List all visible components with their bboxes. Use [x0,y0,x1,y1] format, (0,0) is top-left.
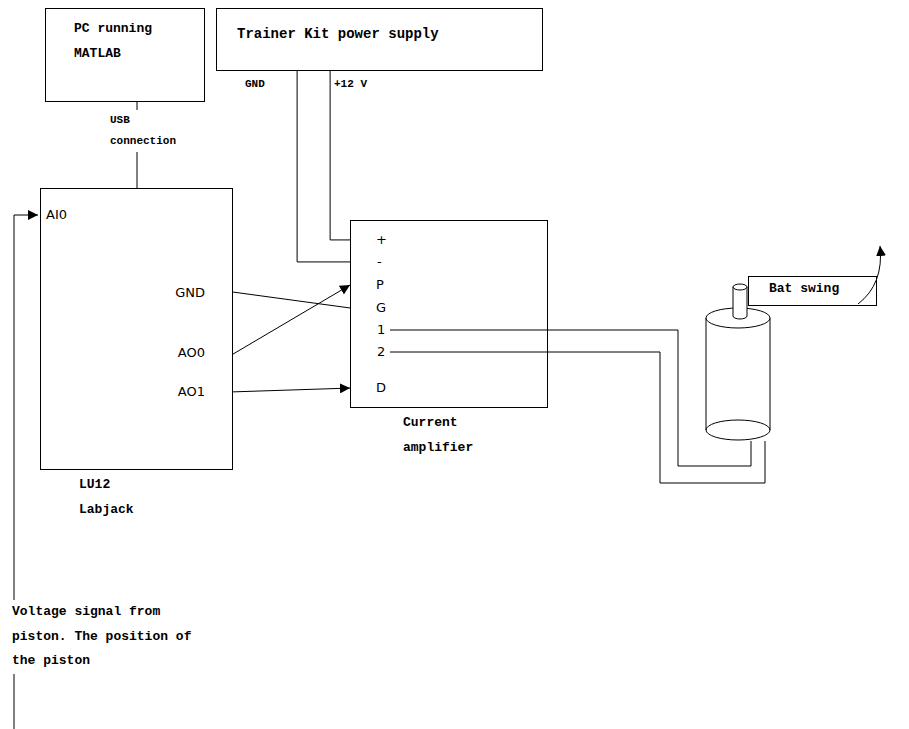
connector-label: GND [245,74,265,95]
terminal-name: 1 [377,322,385,338]
supply-wire [330,71,350,240]
bat-swing-box: Bat swing [748,276,877,306]
pin-name: GND [175,285,205,301]
terminal-name: - [377,254,382,270]
signal-note: Voltage signal from piston. The position… [12,600,212,674]
signal-wire [233,388,350,392]
terminal-name: P [376,277,384,293]
computer-box: PC running MATLAB [45,8,205,102]
power-supply-box: Trainer Kit power supply [216,8,543,71]
terminal-name: 2 [377,344,385,360]
box-title: PC running MATLAB [74,17,196,66]
signal-wire [233,285,350,354]
pin-name: AI0 [46,207,67,223]
connector-label: USB connection [110,110,190,152]
cylinder-bottom [706,420,770,430]
motor-wire [390,330,751,466]
pin-name: AO0 [178,345,205,361]
box-caption: Current amplifier [403,411,503,460]
swing-arrow [858,246,881,304]
pin-name: AO1 [178,384,205,400]
daq-box: LU12 Labjack [40,188,233,470]
box-caption: LU12 Labjack [79,473,159,522]
piston-rod-top [733,284,747,290]
box-title: Bat swing [769,277,870,302]
connector-label: +12 V [334,74,367,95]
cylinder-body [706,318,770,440]
terminal-name: D [376,380,386,396]
piston-rod [733,287,747,319]
terminal-name: G [376,300,386,316]
box-title: Trainer Kit power supply [237,21,534,48]
ground-wire [297,71,350,262]
ground-wire [233,292,350,308]
terminal-name: + [376,232,387,248]
